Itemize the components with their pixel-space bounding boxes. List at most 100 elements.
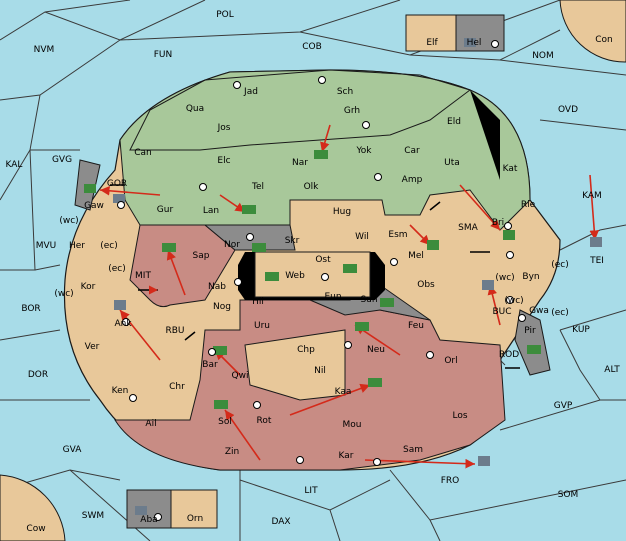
sea-label-16: SOM: [558, 490, 579, 500]
sea-label-10: DOR: [28, 370, 48, 380]
land-label-51: Los: [452, 411, 467, 421]
land-label-60: Ank: [114, 319, 132, 329]
land-label-58: Her: [69, 241, 85, 251]
land-label-6: Can: [134, 148, 152, 158]
army-unit: [380, 298, 394, 307]
land-label-42: Bar: [202, 360, 218, 370]
army-unit: [213, 346, 227, 355]
land-label-48: Ken: [112, 386, 129, 396]
land-label-56: Sam: [403, 445, 423, 455]
sea-label-21: TEI: [589, 256, 604, 266]
sea-label-24: SMA: [458, 223, 478, 233]
land-label-38: Feu: [408, 321, 424, 331]
sea-label-7: GVG: [52, 155, 72, 165]
sea-label-2: FUN: [154, 50, 173, 60]
sea-label-20: KAM: [582, 191, 602, 201]
land-label-25: Ost: [315, 255, 331, 265]
coast-label-2: (ec): [108, 264, 126, 274]
land-label-49: Rot: [257, 416, 272, 426]
land-label-37: Uru: [254, 321, 270, 331]
land-label-20: Bri: [492, 218, 504, 228]
land-label-39: Pir: [524, 326, 536, 336]
land-label-43: Qwi: [232, 371, 249, 381]
sea-label-4: NOM: [532, 51, 554, 61]
land-label-26: Mel: [408, 251, 424, 261]
fleet-unit: [482, 280, 494, 290]
land-label-46: Kaa: [335, 387, 352, 397]
land-label-13: Olk: [304, 182, 320, 192]
sea-label-3: COB: [302, 42, 322, 52]
land-label-5: Eld: [447, 117, 461, 127]
land-label-11: Kat: [503, 164, 518, 174]
coast-label-5: (ec): [551, 260, 569, 270]
land-label-10: Uta: [444, 158, 460, 168]
land-label-14: Amp: [402, 175, 423, 185]
land-label-65: Orn: [187, 514, 203, 524]
land-label-64: Aba: [140, 515, 157, 525]
sea-label-29: Cow: [26, 524, 45, 534]
fleet-unit: [114, 300, 126, 310]
land-label-31: Eun: [324, 292, 341, 302]
land-label-53: Mou: [343, 420, 362, 430]
army-unit: [314, 150, 328, 159]
army-unit: [343, 264, 357, 273]
army-unit: [242, 205, 256, 214]
sea-label-25: BUC: [492, 307, 511, 317]
land-label-16: Gur: [157, 205, 174, 215]
army-unit: [503, 230, 515, 240]
continent: [63, 69, 561, 471]
land-label-61: Ver: [85, 342, 100, 352]
land-label-23: Nor: [224, 240, 240, 250]
sea-label-9: BOR: [21, 304, 40, 314]
land-label-3: Jos: [217, 123, 231, 133]
land-label-17: Lan: [203, 206, 219, 216]
land-label-2: Qua: [186, 104, 204, 114]
fleet-unit: [478, 456, 490, 466]
army-unit: [368, 378, 382, 387]
land-label-32: Obs: [417, 280, 435, 290]
land-label-40: Chp: [297, 345, 315, 355]
land-label-41: Neu: [367, 345, 385, 355]
land-label-50: Sol: [218, 417, 232, 427]
land-label-12: Elc: [217, 156, 230, 166]
sea-label-0: POL: [216, 10, 234, 20]
army-unit: [355, 322, 369, 331]
sea-label-18: ALT: [604, 365, 620, 375]
army-unit: [265, 272, 279, 281]
supply-centres: [117, 40, 526, 521]
land-label-0: Jad: [243, 87, 258, 97]
sea-label-23: RBU: [165, 326, 184, 336]
land-label-21: Wil: [355, 232, 369, 242]
land-label-44: Nil: [314, 366, 326, 376]
sea-label-15: FRO: [441, 476, 460, 486]
fleet-unit: [590, 237, 602, 247]
sea-label-22: MIT: [135, 271, 151, 281]
fleet-unit: [464, 38, 476, 47]
land-label-28: Web: [285, 271, 305, 281]
coast-label-3: (wc): [54, 289, 73, 299]
sea-label-19: KUP: [572, 325, 590, 335]
army-unit: [162, 243, 176, 252]
fleet-unit: [113, 194, 125, 203]
land-label-9: Car: [404, 146, 420, 156]
coast-labels: (wc)(ec)(ec)(wc)(wc)(ec)(wc)(ec): [54, 216, 568, 318]
coast-label-7: (ec): [551, 308, 569, 318]
land-label-54: Zin: [225, 447, 239, 457]
coast-label-6: (wc): [504, 296, 523, 306]
land-label-22: Esm: [388, 230, 407, 240]
army-unit: [214, 400, 228, 409]
land-label-7: Nar: [292, 158, 308, 168]
land-label-59: Kor: [81, 282, 96, 292]
sea-label-13: LIT: [304, 486, 318, 496]
units: [84, 38, 602, 515]
land-label-36: Nog: [213, 302, 231, 312]
land-label-63: Hel: [467, 38, 482, 48]
islands: [126, 14, 505, 529]
sea-label-1: NVM: [34, 45, 55, 55]
land-label-19: Rie: [521, 200, 536, 210]
land-label-4: Grh: [344, 106, 360, 116]
army-unit: [252, 243, 266, 252]
